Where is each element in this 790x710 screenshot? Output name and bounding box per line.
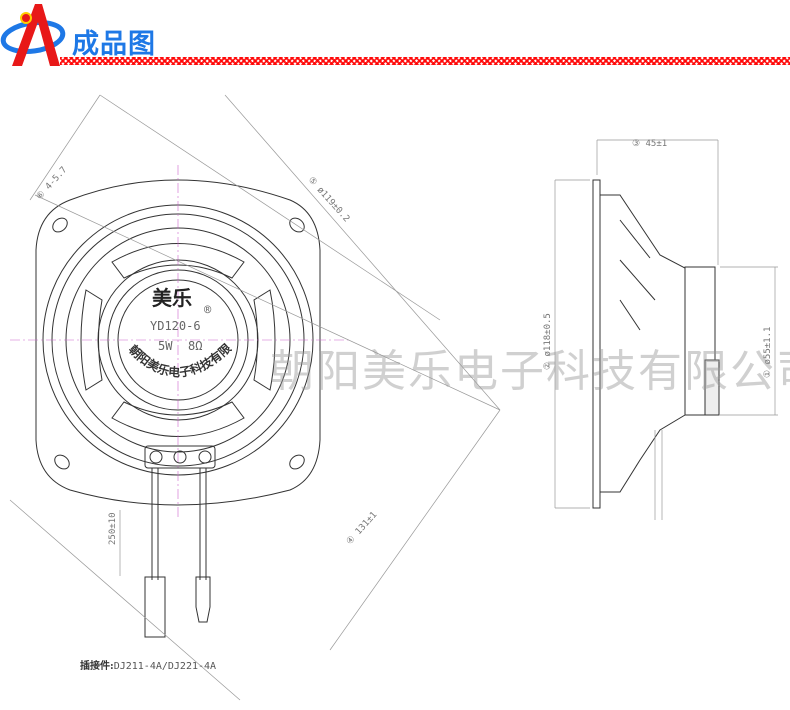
dim-diagonal: ④ 131±1 bbox=[345, 510, 380, 547]
power-label: 5W bbox=[158, 339, 173, 353]
connector-plug bbox=[144, 576, 166, 638]
dim-hole: ⑥ 4-5.7 bbox=[35, 165, 70, 202]
window bbox=[111, 401, 245, 437]
dim-diameter: ⑤ ø119±0.2 bbox=[306, 175, 351, 224]
brand-label: 美乐 bbox=[152, 286, 192, 310]
terminal-block bbox=[144, 445, 216, 469]
mounting-flange bbox=[35, 179, 321, 506]
window bbox=[253, 289, 276, 391]
connector-label: 插接件: bbox=[80, 661, 114, 672]
dim-frame-diameter: ② ø118±0.5 bbox=[543, 313, 553, 370]
page-title: 成品图 bbox=[72, 29, 156, 60]
header: 成品图 bbox=[0, 0, 790, 70]
side-view: ③ 45±1 ② ø118±0.5 ① ø55±1.1 bbox=[543, 139, 778, 520]
mounting-hole bbox=[52, 217, 68, 233]
connector-note: 插接件:DJ211-4A/DJ221-4A bbox=[80, 657, 216, 672]
dim-magnet-diameter: ① ø55±1.1 bbox=[763, 327, 773, 378]
window bbox=[80, 289, 103, 391]
impedance-label: 8Ω bbox=[188, 339, 202, 353]
window bbox=[111, 243, 245, 279]
checker-divider bbox=[60, 57, 790, 65]
logo-icon bbox=[0, 4, 66, 66]
registered-mark: ® bbox=[204, 303, 212, 317]
dim-lead-length: 250±10 bbox=[108, 512, 118, 545]
connector-value: DJ211-4A/DJ221-4A bbox=[113, 661, 217, 672]
dim-depth: ③ 45±1 bbox=[632, 139, 667, 149]
mounting-hole bbox=[54, 454, 70, 470]
connector-pin bbox=[195, 576, 211, 623]
model-label: YD120-6 bbox=[150, 319, 201, 333]
magnet bbox=[684, 266, 716, 416]
mounting-hole bbox=[289, 217, 305, 233]
mounting-hole bbox=[289, 454, 305, 470]
watermark: 朝阳美乐电子科技有限公司 bbox=[270, 346, 790, 397]
